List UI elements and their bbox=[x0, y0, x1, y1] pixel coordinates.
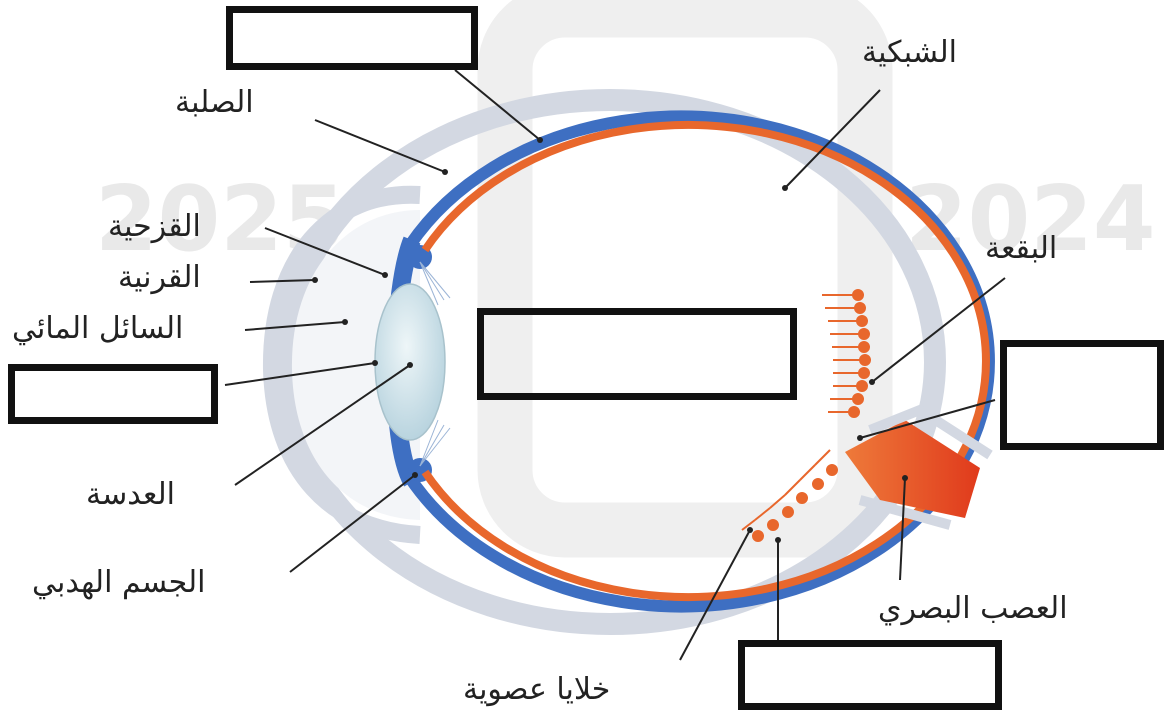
leader-ciliary bbox=[289, 474, 416, 573]
answer-box-bottom[interactable] bbox=[738, 640, 1002, 710]
leader-lines bbox=[224, 69, 1006, 661]
answer-box-right[interactable] bbox=[1000, 340, 1164, 450]
leader-aqueous bbox=[244, 321, 346, 331]
optic-nerve-shape bbox=[845, 420, 980, 518]
label-lens: العدسة bbox=[86, 477, 175, 512]
leader-iris bbox=[264, 227, 386, 276]
leader-optic-nerve bbox=[899, 477, 906, 581]
retina-layer bbox=[421, 121, 990, 601]
leader-right-box bbox=[859, 399, 996, 439]
photoreceptor-cells-lower bbox=[741, 449, 838, 542]
label-sclera: الصلبة bbox=[175, 85, 254, 120]
zonular-fibers bbox=[419, 261, 451, 467]
leader-rod-cells bbox=[679, 529, 751, 661]
label-rod-cells: خلايا عصوية bbox=[463, 672, 611, 707]
watermark-year-right: 2024 bbox=[905, 167, 1156, 272]
label-fovea: البقعة bbox=[985, 231, 1058, 266]
label-cornea: القرنية bbox=[118, 260, 201, 295]
leader-left-box bbox=[224, 362, 376, 386]
pointer-dots bbox=[312, 137, 908, 543]
watermark: 2025 2024 bbox=[95, 0, 1156, 558]
leader-cornea bbox=[249, 279, 316, 283]
label-ciliary-body: الجسم الهدبي bbox=[32, 565, 206, 600]
label-iris: القزحية bbox=[108, 209, 201, 244]
answer-box-center[interactable] bbox=[477, 308, 797, 400]
label-optic-nerve: العصب البصري bbox=[878, 591, 1068, 626]
leader-fovea bbox=[871, 277, 1006, 383]
answer-box-top[interactable] bbox=[226, 6, 478, 70]
leader-sclera bbox=[314, 119, 446, 173]
ciliary-body-top bbox=[408, 245, 432, 269]
photoreceptor-cells-upper bbox=[822, 289, 871, 418]
answer-box-left[interactable] bbox=[8, 364, 218, 424]
watermark-device-shape bbox=[477, 0, 893, 558]
leader-lens bbox=[234, 364, 411, 486]
leader-retina bbox=[784, 89, 881, 189]
label-aqueous-humor: السائل المائي bbox=[12, 311, 184, 346]
leader-top-box bbox=[454, 69, 541, 141]
label-retina: الشبكية bbox=[862, 35, 957, 70]
cornea-shape bbox=[262, 185, 421, 544]
